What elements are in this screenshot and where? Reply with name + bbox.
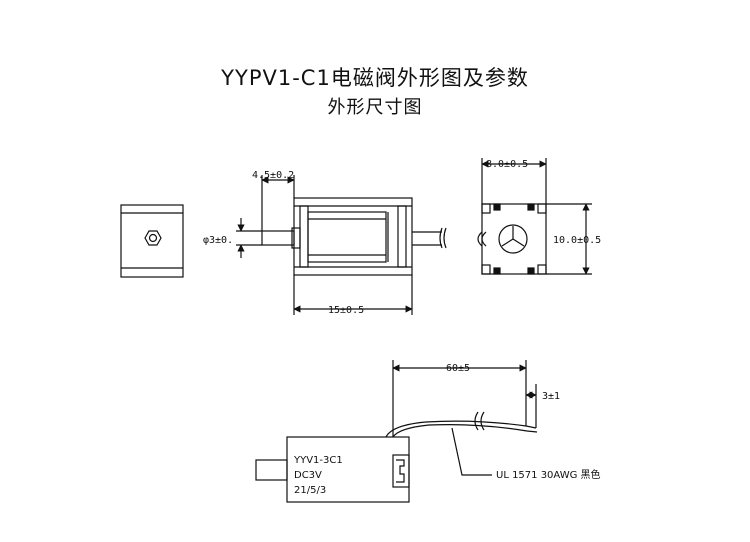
labelled-plunger: [255, 459, 288, 481]
drawing-subtitle: 外形尺寸图: [327, 97, 423, 118]
drawing-title: YYPV1-C1电磁阀外形图及参数: [221, 66, 529, 90]
labelled-view: [255, 360, 538, 503]
end-boss: [498, 224, 528, 254]
center-hole: [148, 233, 158, 243]
plunger: [261, 230, 295, 246]
coil: [307, 211, 387, 263]
dim-wire-length: 60±5: [446, 363, 470, 374]
label-voltage: DC3V: [294, 470, 322, 481]
dim-strip-length: 3±1: [542, 391, 560, 402]
side-view-frame: [293, 197, 413, 276]
end-view: [477, 158, 592, 275]
label-date: 21/5/3: [294, 485, 326, 496]
dim-shaft-diameter: φ3±0.: [203, 235, 233, 246]
dim-body-length: 15±0.5: [328, 305, 364, 316]
front-view: [120, 204, 184, 278]
side-view: [236, 175, 447, 315]
dim-stroke-width: 4.5±0.2: [252, 170, 294, 181]
label-model: YYV1-3C1: [293, 455, 343, 466]
front-view-body: [120, 204, 184, 278]
dim-width: 8.0±0.5: [486, 159, 528, 170]
hex-nut-outline: [144, 230, 162, 246]
wire-spec-label: UL 1571 30AWG 黑色: [496, 468, 601, 481]
dim-height: 10.0±0.5: [553, 235, 601, 246]
